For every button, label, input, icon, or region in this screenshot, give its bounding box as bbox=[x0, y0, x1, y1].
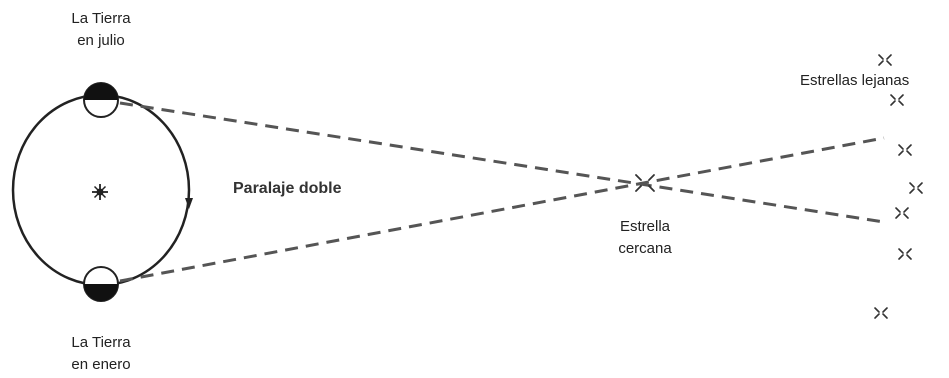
earth-january-label-line2: en enero bbox=[71, 356, 131, 373]
far-stars-label: Estrellas lejanas bbox=[800, 72, 910, 89]
earth-january-label-line1: La Tierra bbox=[71, 334, 131, 351]
earth-july-label-line1: La Tierra bbox=[71, 10, 131, 27]
far-star-icon bbox=[874, 54, 923, 319]
sight-line-july bbox=[119, 101, 885, 224]
earth-january-icon bbox=[83, 266, 119, 302]
sun-icon bbox=[92, 184, 108, 200]
sight-lines bbox=[119, 101, 885, 283]
sight-line-january bbox=[119, 136, 885, 283]
earth-july-label-line2: en julio bbox=[77, 32, 125, 49]
earth-july-icon bbox=[83, 82, 119, 118]
earth-january-label: La Tierra en enero bbox=[56, 332, 146, 376]
parallax-label: Paralaje doble bbox=[233, 180, 342, 197]
orbit-direction-arrow-icon bbox=[185, 198, 193, 209]
near-star-icon bbox=[635, 174, 655, 192]
near-star-label-line2: cercana bbox=[618, 240, 672, 257]
near-star-label: Estrella cercana bbox=[605, 216, 685, 260]
earth-july-label: La Tierra en julio bbox=[56, 8, 146, 52]
near-star-label-line1: Estrella bbox=[619, 218, 671, 235]
